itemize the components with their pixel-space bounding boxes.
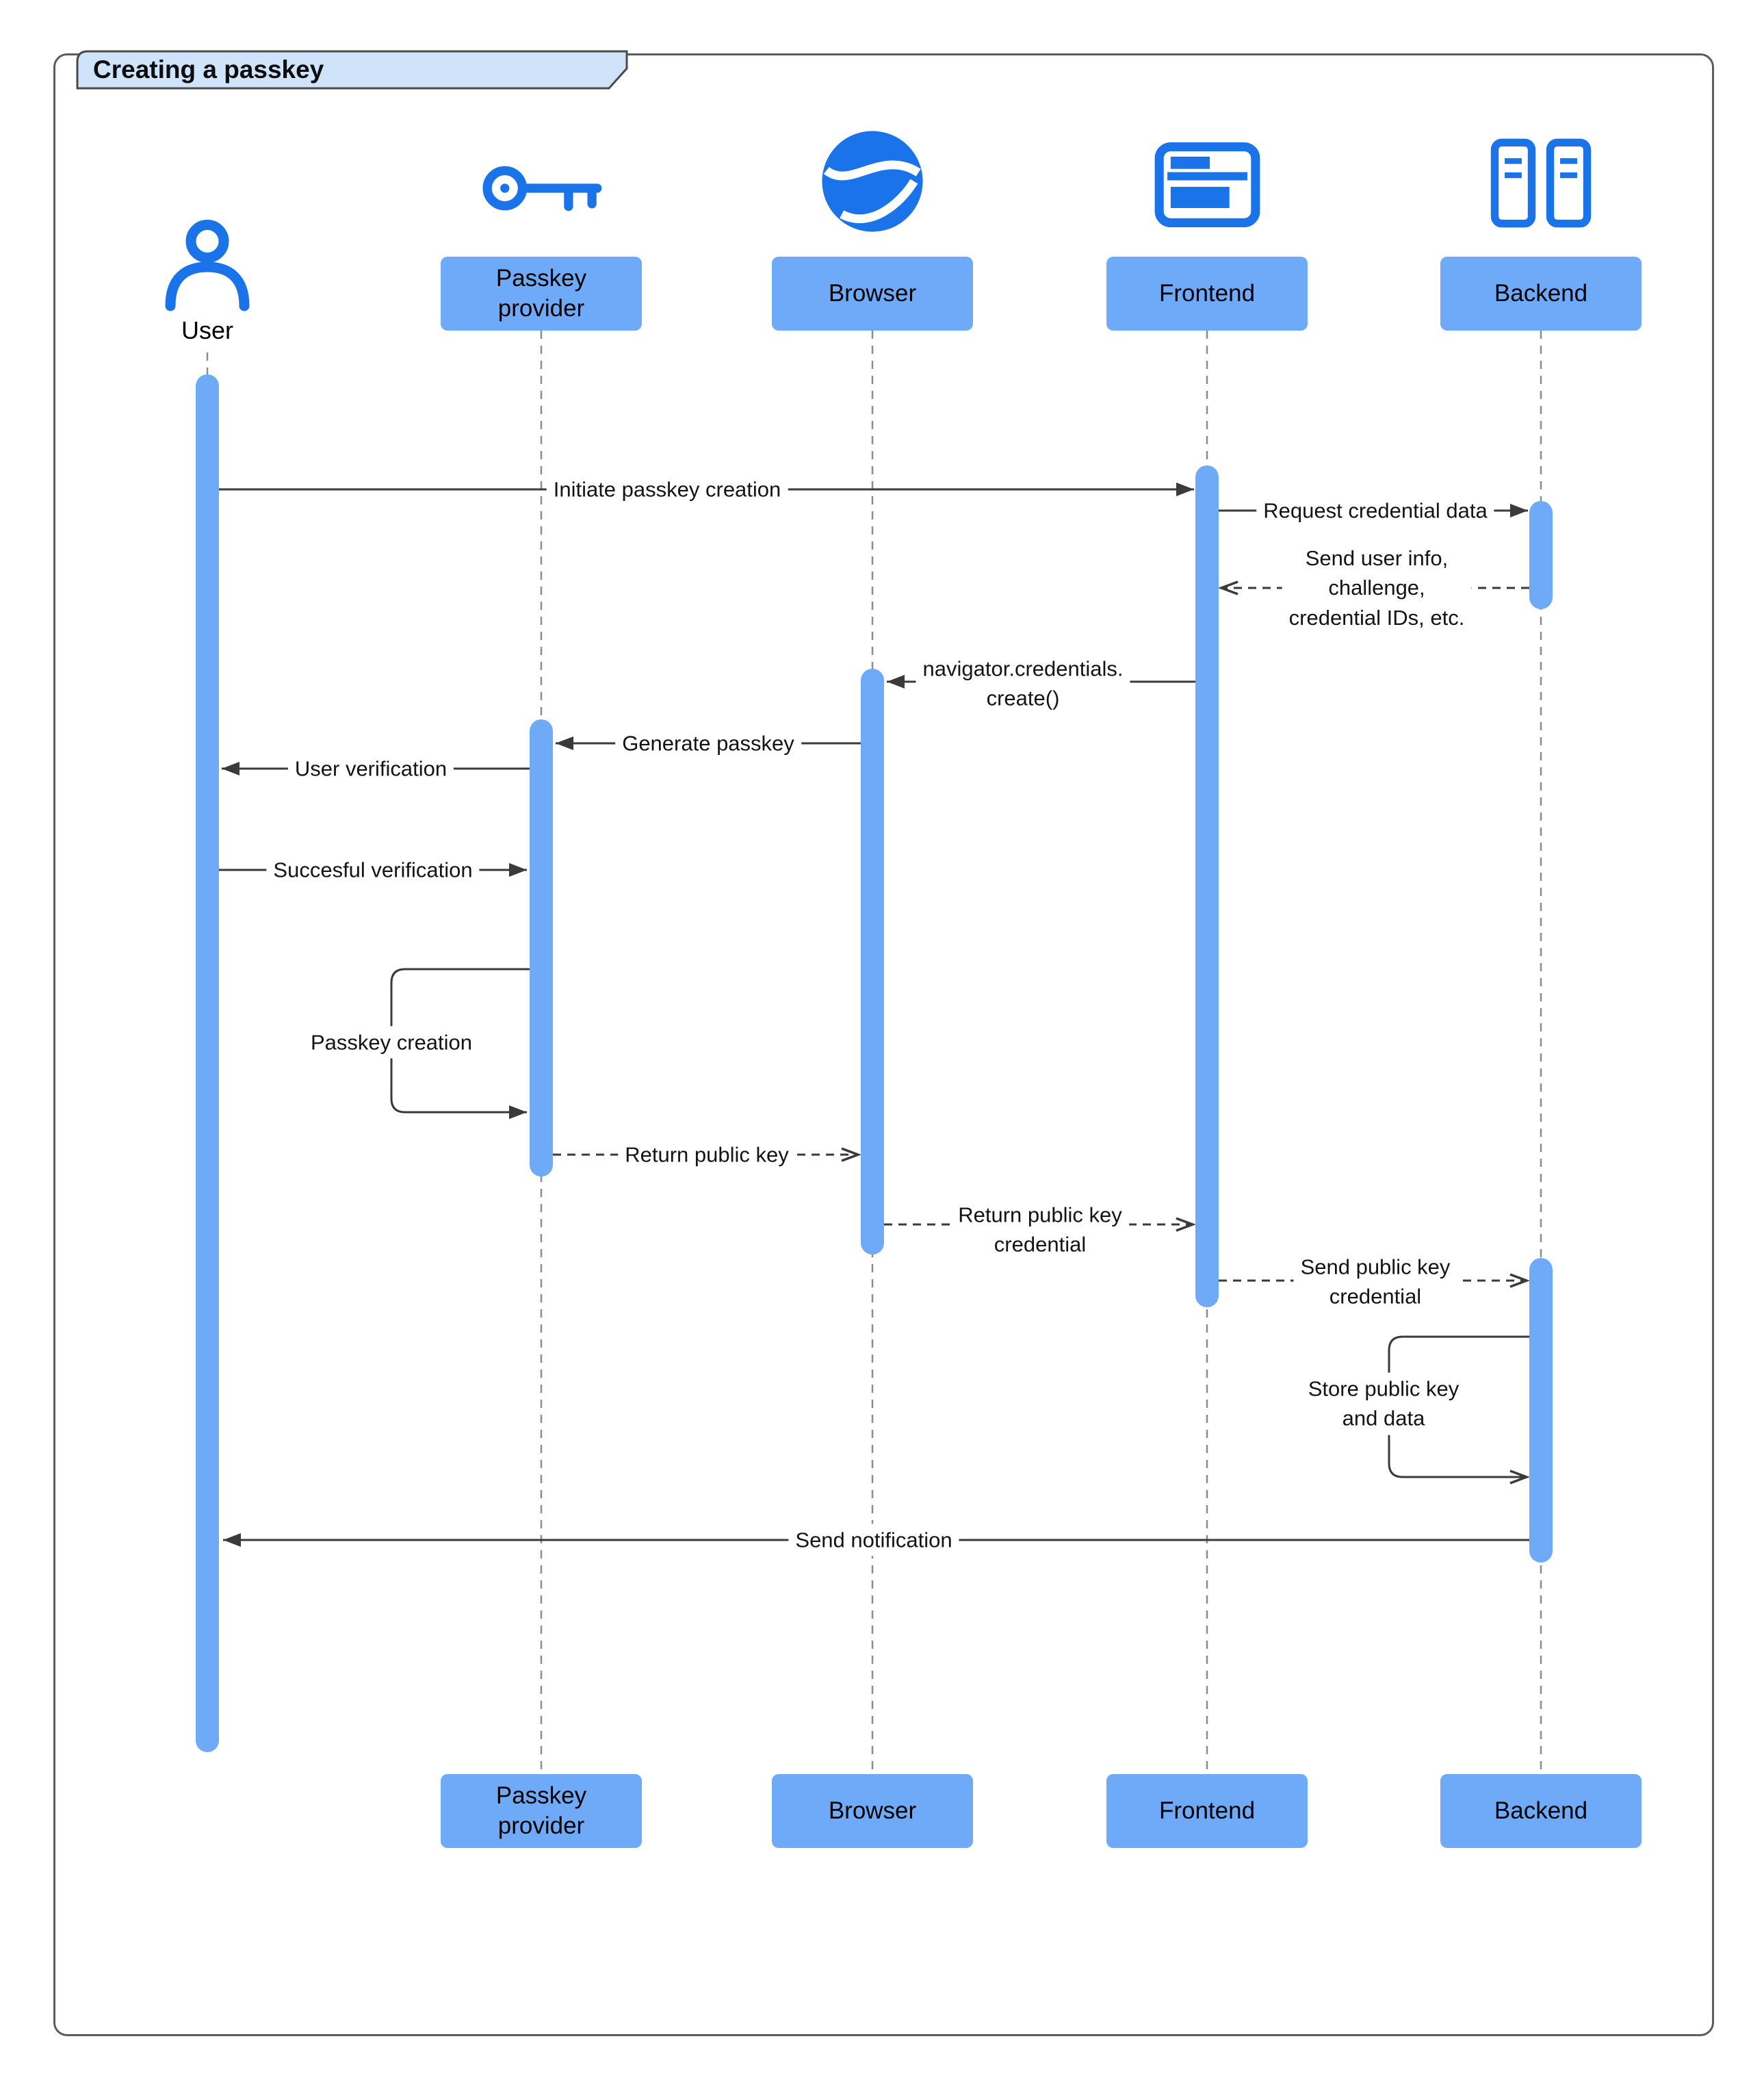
actor-box-label: Frontend — [1158, 280, 1256, 307]
window-icon — [1154, 142, 1260, 227]
actor-box-browser-bottom[interactable]: Browser — [772, 1774, 973, 1848]
server-icon — [1490, 138, 1592, 228]
activation-bar-frontend — [1195, 465, 1219, 1307]
actor-box-label: Passkey provider — [495, 1782, 587, 1839]
actor-box-label: Backend — [1494, 280, 1588, 307]
activation-bar-passkey-provider — [530, 719, 553, 1177]
message-label-initiate: Initiate passkey creation — [546, 473, 788, 506]
actor-box-label: Browser — [828, 1797, 917, 1825]
actor-box-backend-top[interactable]: Backend — [1440, 257, 1642, 331]
actor-box-label: Passkey provider — [495, 265, 587, 322]
message-label-passkey-creation: Passkey creation — [303, 1026, 480, 1059]
message-label-succesful-verification: Succesful verification — [266, 853, 480, 886]
message-label-store-public-key: Store public key and data — [1301, 1372, 1466, 1435]
activation-bar-backend-1 — [1529, 501, 1553, 609]
actor-box-frontend-top[interactable]: Frontend — [1106, 257, 1308, 331]
actor-box-passkey-provider-bottom[interactable]: Passkey provider — [441, 1774, 642, 1848]
actor-box-passkey-provider-top[interactable]: Passkey provider — [441, 257, 642, 331]
actor-box-backend-bottom[interactable]: Backend — [1440, 1774, 1642, 1848]
actor-box-label: Browser — [828, 280, 917, 307]
diagram-title: Creating a passkey — [93, 55, 324, 84]
globe-icon — [822, 131, 923, 232]
title-tab — [76, 50, 628, 90]
diagram-frame — [53, 53, 1714, 2036]
actor-label-user: User — [181, 316, 233, 344]
message-label-send-notification: Send notification — [788, 1524, 959, 1556]
message-label-send-public-key-credential: Send public key credential — [1293, 1250, 1457, 1313]
message-label-navigator-create: navigator.credentials. create() — [916, 652, 1130, 715]
person-icon — [165, 220, 250, 311]
activation-bar-user — [196, 374, 219, 1752]
activation-bar-backend-2 — [1529, 1258, 1553, 1563]
message-label-generate-passkey: Generate passkey — [615, 727, 801, 760]
message-label-return-public-key: Return public key — [618, 1138, 796, 1171]
message-label-send-user-info: Send user info, challenge, credential ID… — [1282, 541, 1472, 634]
actor-box-label: Frontend — [1158, 1797, 1256, 1825]
actor-box-label: Backend — [1494, 1797, 1588, 1825]
message-label-request-credential-data: Request credential data — [1256, 494, 1494, 527]
activation-bar-browser — [861, 669, 884, 1255]
actor-box-frontend-bottom[interactable]: Frontend — [1106, 1774, 1308, 1848]
actor-box-browser-top[interactable]: Browser — [772, 257, 973, 331]
key-icon — [482, 166, 602, 211]
message-label-return-public-key-credential: Return public key credential — [951, 1198, 1129, 1261]
message-label-user-verification: User verification — [287, 752, 454, 785]
